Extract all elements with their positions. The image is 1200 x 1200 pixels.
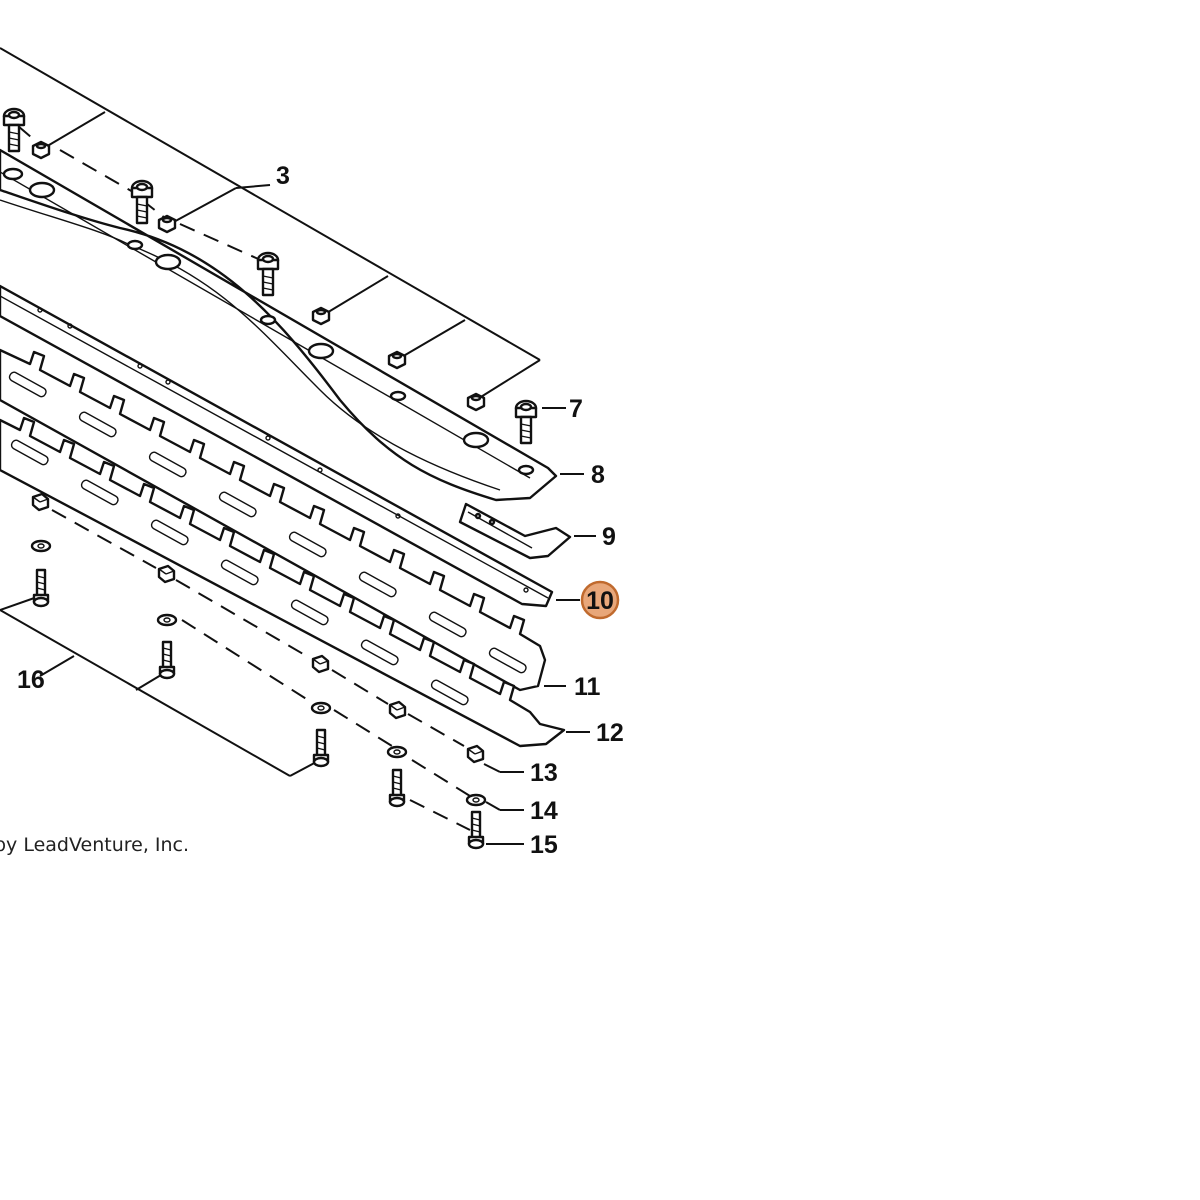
washers [30,539,524,811]
bolt-icon [158,640,176,680]
blade-part-11 [0,348,566,692]
callout-3[interactable]: 3 [276,162,290,190]
nuts [31,140,486,412]
square-nuts [31,492,524,773]
screw-icon [130,179,154,225]
washer-icon [386,745,408,759]
callout-10[interactable]: 10 [586,587,614,615]
washer-icon [30,539,52,553]
blade-part-12 [0,416,590,748]
bolt-icon [32,568,50,608]
nut-icon [31,140,51,160]
guard-bar-part-8 [0,148,584,502]
plate-part-9 [458,502,596,560]
square-nut-icon [466,744,485,764]
callout-15[interactable]: 15 [530,831,558,859]
bolt-icon [312,728,330,768]
screw-icon [2,107,26,153]
square-nut-icon [31,492,50,512]
screw-icon [514,399,538,445]
callout-10-highlight[interactable]: 10 [580,580,620,620]
washer-icon [465,793,487,807]
callout-13[interactable]: 13 [530,759,558,787]
callout-7[interactable]: 7 [569,395,583,423]
callout-11[interactable]: 11 [574,673,601,701]
washer-icon [156,613,178,627]
nut-icon [387,350,407,370]
bracket-16 [0,509,471,831]
highlight-circle [580,580,620,620]
callout-14[interactable]: 14 [530,797,558,825]
nut-icon [466,392,486,412]
square-nut-icon [311,654,330,674]
bolts [32,568,524,850]
bracket-3 [0,47,541,401]
washer-icon [310,701,332,715]
screw-icon [256,251,280,297]
square-nut-icon [388,700,407,720]
copyright-text: by LeadVenture, Inc. [0,834,189,856]
nut-icon [157,214,177,234]
nut-icon [311,306,331,326]
callout-9[interactable]: 9 [602,523,616,551]
callouts: 3 7 8 9 10 11 12 13 14 15 16 [17,162,624,859]
callout-16[interactable]: 16 [17,666,45,694]
screws [2,107,566,445]
bolt-icon [467,810,485,850]
callout-12[interactable]: 12 [596,719,624,747]
callout-8[interactable]: 8 [591,461,605,489]
strip-part-10 [0,284,580,608]
bolt-icon [388,768,406,808]
square-nut-icon [157,564,176,584]
